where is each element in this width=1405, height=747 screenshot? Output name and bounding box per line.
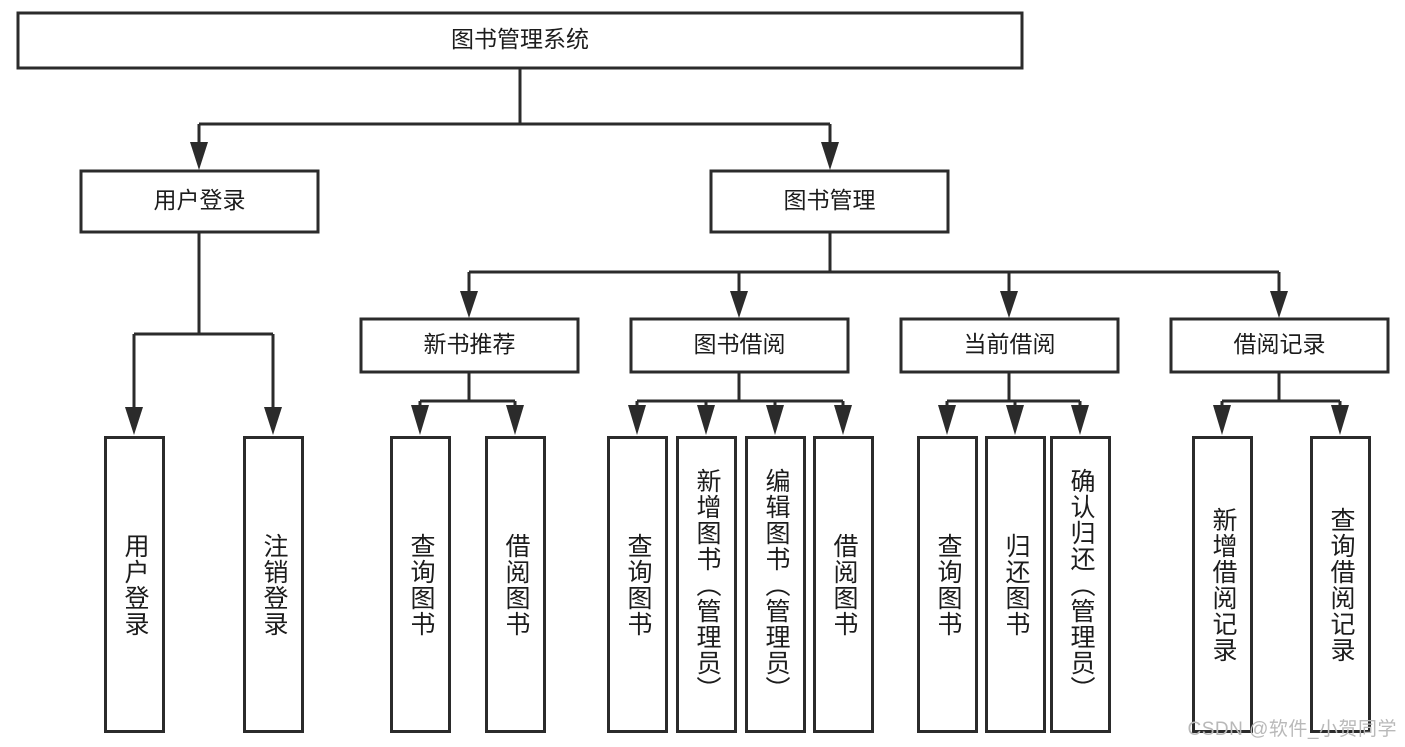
arrowhead-icon xyxy=(821,142,839,170)
node-box xyxy=(629,317,850,374)
leaf-label: 查询图书 xyxy=(407,532,435,637)
arrowhead-icon xyxy=(506,405,524,435)
node-label: 借阅记录 xyxy=(1234,331,1326,357)
node-box xyxy=(1169,317,1390,374)
leaf-label: 注销登录 xyxy=(260,532,288,637)
arrowhead-icon xyxy=(1000,291,1018,318)
connector-newbook-to-leaves xyxy=(411,372,524,435)
arrowhead-icon xyxy=(730,291,748,318)
node-book-borrow[interactable]: 图书借阅 xyxy=(629,317,850,374)
node-label: 图书管理系统 xyxy=(451,26,589,52)
arrowhead-icon xyxy=(938,405,956,435)
arrowhead-icon xyxy=(264,407,282,435)
leaf-label: 新增图书（管理员） xyxy=(693,467,721,702)
node-label: 用户登录 xyxy=(154,187,246,213)
node-borrow-record[interactable]: 借阅记录 xyxy=(1169,317,1390,374)
leaf-label: 确认归还（管理员） xyxy=(1067,467,1095,702)
connector-bookmgmt-to-level3 xyxy=(460,232,1288,318)
arrowhead-icon xyxy=(1331,405,1349,435)
leaf-node-user-login[interactable]: 用户登录 xyxy=(104,436,165,733)
leaf-label: 编辑图书（管理员） xyxy=(762,467,790,702)
node-book-management[interactable]: 图书管理 xyxy=(709,169,950,234)
arrowhead-icon xyxy=(125,407,143,435)
arrowhead-icon xyxy=(1006,405,1024,435)
leaf-node-confirm-return-admin[interactable]: 确认归还（管理员） xyxy=(1050,436,1111,733)
node-new-book-recommendation[interactable]: 新书推荐 xyxy=(359,317,580,374)
leaf-node-query-book-newrec[interactable]: 查询图书 xyxy=(390,436,451,733)
leaf-label: 归还图书 xyxy=(1002,532,1030,637)
arrowhead-icon xyxy=(1270,291,1288,318)
node-user-login[interactable]: 用户登录 xyxy=(79,169,320,234)
arrowhead-icon xyxy=(834,405,852,435)
connector-borrowrecord-to-leaves xyxy=(1213,372,1349,435)
arrowhead-icon xyxy=(460,291,478,318)
connector-root-to-level2 xyxy=(190,68,839,170)
leaf-label: 用户登录 xyxy=(121,532,149,637)
leaf-label: 借阅图书 xyxy=(830,532,858,637)
arrowhead-icon xyxy=(628,405,646,435)
leaf-label: 查询图书 xyxy=(934,532,962,637)
node-root-system[interactable]: 图书管理系统 xyxy=(16,11,1024,70)
node-box xyxy=(16,11,1024,70)
leaf-node-query-borrow-record[interactable]: 查询借阅记录 xyxy=(1310,436,1371,733)
arrowhead-icon xyxy=(1213,405,1231,435)
arrowhead-icon xyxy=(190,142,208,170)
leaf-node-add-borrow-record[interactable]: 新增借阅记录 xyxy=(1192,436,1253,733)
node-label: 图书管理 xyxy=(784,187,876,213)
leaf-node-edit-book-admin[interactable]: 编辑图书（管理员） xyxy=(745,436,806,733)
leaf-label: 查询图书 xyxy=(624,532,652,637)
leaf-node-add-book-admin[interactable]: 新增图书（管理员） xyxy=(676,436,737,733)
leaf-label: 借阅图书 xyxy=(502,532,530,637)
leaf-label: 查询借阅记录 xyxy=(1327,506,1355,663)
leaf-label: 新增借阅记录 xyxy=(1209,506,1237,663)
leaf-node-borrow-book[interactable]: 借阅图书 xyxy=(813,436,874,733)
node-label: 当前借阅 xyxy=(964,331,1056,357)
connector-userlogin-to-leaves xyxy=(125,232,282,435)
leaf-node-borrow-book-newrec[interactable]: 借阅图书 xyxy=(485,436,546,733)
arrowhead-icon xyxy=(697,405,715,435)
arrowhead-icon xyxy=(766,405,784,435)
leaf-node-query-book-current[interactable]: 查询图书 xyxy=(917,436,978,733)
leaf-node-return-book[interactable]: 归还图书 xyxy=(985,436,1046,733)
node-label: 新书推荐 xyxy=(424,331,516,357)
leaf-node-logout[interactable]: 注销登录 xyxy=(243,436,304,733)
arrowhead-icon xyxy=(1071,405,1089,435)
leaf-node-query-book-borrow[interactable]: 查询图书 xyxy=(607,436,668,733)
node-label: 图书借阅 xyxy=(694,331,786,357)
connector-bookborrow-to-leaves xyxy=(628,372,852,435)
connector-currentborrow-to-leaves xyxy=(938,372,1089,435)
arrowhead-icon xyxy=(411,405,429,435)
node-current-borrow[interactable]: 当前借阅 xyxy=(899,317,1120,374)
